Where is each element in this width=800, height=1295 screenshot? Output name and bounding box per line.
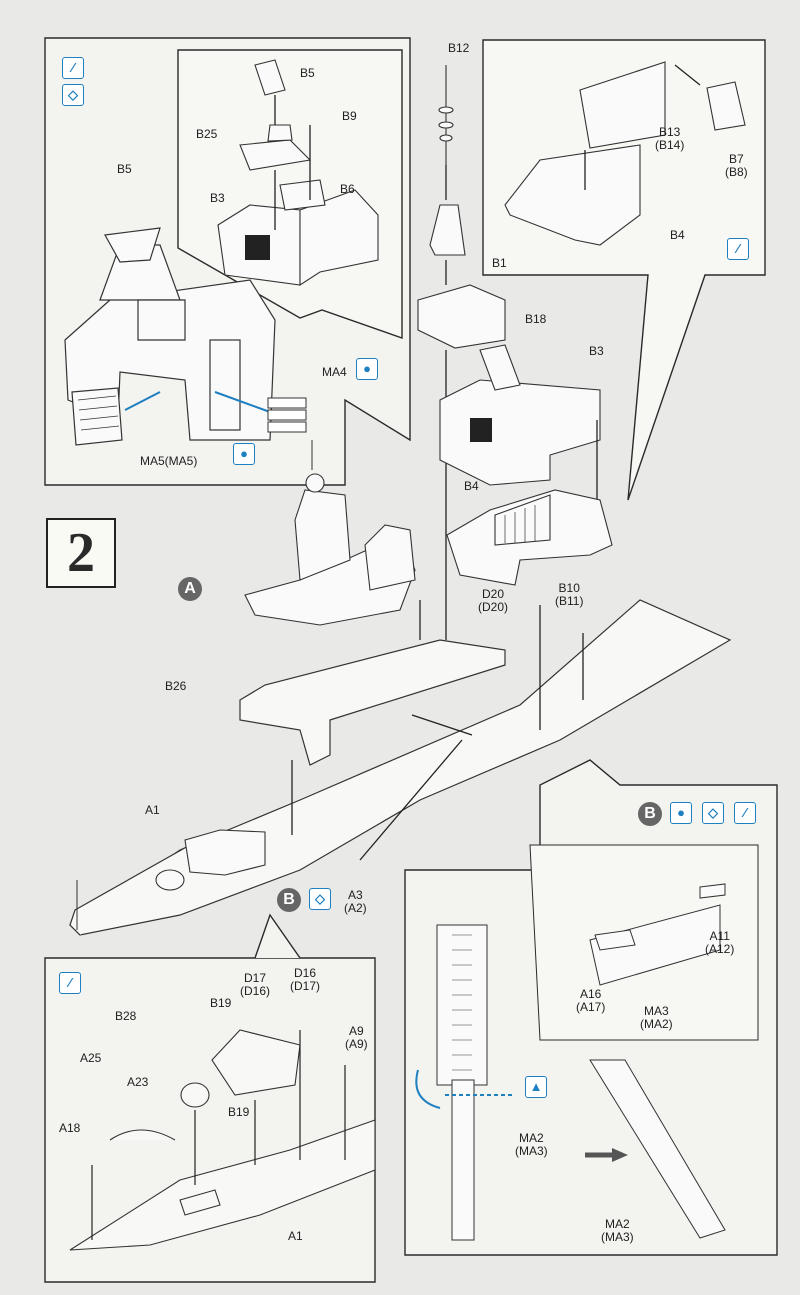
part-label-b28: B28 — [115, 1009, 137, 1023]
cement-drop-icon: ● — [356, 358, 378, 380]
inset-frame-b4 — [482, 39, 766, 501]
choose-option-icon: ◇ — [62, 84, 84, 106]
part-label-a9: A9 (A9) — [345, 1024, 368, 1051]
marker-a: A — [178, 577, 202, 601]
part-label-ma2-left: MA2 (MA3) — [515, 1131, 548, 1158]
part-label-ma3: MA3 (MA2) — [640, 1004, 673, 1031]
part-label-a16: A16 (A17) — [576, 987, 606, 1014]
part-label-b4-inset: B4 — [670, 228, 685, 242]
choose-option-icon: ◇ — [702, 802, 724, 824]
part-label-b3: B3 — [589, 344, 604, 358]
part-label-d16: D16 (D17) — [290, 966, 321, 993]
choose-option-icon: ◇ — [309, 888, 331, 910]
part-label-a1: A1 — [145, 803, 160, 817]
cement-drop-icon: ● — [670, 802, 692, 824]
part-label-b7: B7 (B8) — [725, 152, 748, 179]
part-label-ma2-right: MA2 (MA3) — [601, 1217, 634, 1244]
part-label-b19: B19 — [210, 996, 232, 1010]
part-label-b18: B18 — [525, 312, 547, 326]
part-label-a1-lower: A1 — [288, 1229, 303, 1243]
part-label-b12: B12 — [448, 41, 470, 55]
part-label-b26: B26 — [165, 679, 187, 693]
part-label-b5-left: B5 — [117, 162, 132, 176]
part-label-b6: B6 — [340, 182, 355, 196]
part-label-b13: B13 (B14) — [655, 125, 685, 152]
part-label-b4: B4 — [464, 479, 479, 493]
part-label-ma4: MA4 — [322, 365, 347, 379]
part-label-b10: B10 (B11) — [555, 581, 584, 608]
paint-brush-icon: ∕ — [734, 802, 756, 824]
part-label-b1: B1 — [492, 256, 507, 270]
part-label-b19-lower: B19 — [228, 1105, 250, 1119]
part-label-a3: A3 (A2) — [344, 888, 367, 915]
marker-b-secondary: B — [277, 888, 301, 912]
part-label-a23: A23 — [127, 1075, 149, 1089]
cement-drop-icon: ● — [233, 443, 255, 465]
part-label-b9: B9 — [342, 109, 357, 123]
step-number: 2 — [46, 518, 116, 588]
part-label-a11: A11 (A12) — [705, 929, 735, 956]
fold-up-icon: ▲ — [525, 1076, 547, 1098]
part-label-b3-inset: B3 — [210, 191, 225, 205]
paint-brush-icon: ∕ — [59, 972, 81, 994]
part-label-d17: D17 (D16) — [240, 971, 271, 998]
part-label-b25: B25 — [196, 127, 218, 141]
part-label-a25: A25 — [80, 1051, 102, 1065]
marker-b: B — [638, 802, 662, 826]
part-label-d20: D20 (D20) — [478, 587, 509, 614]
part-label-ma5: MA5(MA5) — [140, 454, 198, 468]
paint-brush-icon: ∕ — [62, 57, 84, 79]
paint-brush-icon: ∕ — [727, 238, 749, 260]
part-label-b5: B5 — [300, 66, 315, 80]
part-label-a18: A18 — [59, 1121, 81, 1135]
